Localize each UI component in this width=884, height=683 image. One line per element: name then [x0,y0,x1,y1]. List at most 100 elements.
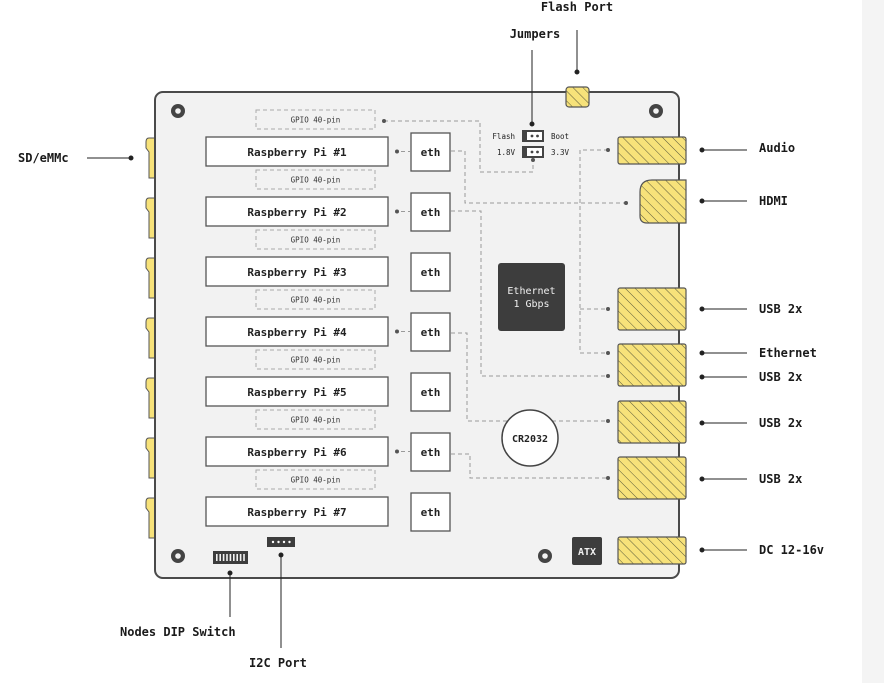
sd-card-slot[interactable] [145,377,157,419]
callout-i2c: I2C Port [249,656,307,670]
gpio-label: GPIO 40-pin [291,356,341,365]
dip-switch[interactable] [213,551,248,564]
callout-dip-switch: Nodes DIP Switch [120,625,236,639]
eth-port [410,432,451,472]
sd-card-slot[interactable] [145,197,157,239]
gpio-header [255,409,376,430]
jumper-boot-label: Boot [551,132,569,141]
gpio-label: GPIO 40-pin [291,296,341,305]
eth-port [410,372,451,412]
link-dot [395,329,399,334]
usb-connector-4[interactable] [617,456,687,500]
sd-card-slot[interactable] [145,437,157,479]
pi-slot[interactable] [205,376,389,407]
jumper-voltage[interactable] [522,146,544,158]
gpio-label: GPIO 40-pin [291,116,341,125]
callout-lines [87,30,747,648]
mounting-hole [171,549,185,563]
link-dot [395,149,399,154]
audio-connector[interactable] [617,136,687,165]
dc-power-connector[interactable] [617,536,687,565]
sd-card-slot[interactable] [145,137,157,179]
callout-usb-2: USB 2x [759,370,802,384]
mounting-hole [171,104,185,118]
gpio-header [255,349,376,370]
eth-port [410,252,451,292]
cr2032-battery: CR2032 [501,409,559,467]
pi-slot[interactable] [205,136,389,167]
gpio-header [255,229,376,250]
callout-usb-1: USB 2x [759,302,802,316]
eth-label: eth [421,326,441,339]
pi-label: Raspberry Pi #3 [247,266,346,279]
pi-label: Raspberry Pi #2 [247,206,346,219]
eth-label: eth [421,506,441,519]
pi-slot[interactable] [205,436,389,467]
gpio-header [255,109,376,130]
pi-slot[interactable] [205,196,389,227]
pi-slot[interactable] [205,316,389,347]
jumper-3v3-label: 3.3V [551,148,570,157]
sd-connectors [145,137,157,539]
callout-sd-emmc: SD/eMMc [18,151,69,165]
gpio-label: GPIO 40-pin [291,176,341,185]
pi-label: Raspberry Pi #1 [247,146,347,159]
i2c-port[interactable] [267,537,295,547]
callout-usb-3: USB 2x [759,416,802,430]
eth-port [410,132,451,172]
callout-usb-4: USB 2x [759,472,802,486]
gpio-header [255,469,376,490]
gpio-label: GPIO 40-pin [291,236,341,245]
callout-ethernet: Ethernet [759,346,817,360]
pi-slot[interactable] [205,496,389,527]
callout-jumpers: Jumpers [510,27,561,41]
usb-connector-3[interactable] [617,400,687,444]
eth-label: eth [421,146,441,159]
pi-label: Raspberry Pi #4 [247,326,347,339]
flash-port-connector[interactable] [565,86,590,108]
pi-label: Raspberry Pi #5 [247,386,346,399]
jumper-flash-label: Flash [492,132,515,141]
hdmi-connector[interactable] [639,179,687,224]
link-dot [395,449,399,454]
gpio-label: GPIO 40-pin [291,416,341,425]
trace-dots [382,119,628,480]
callout-flash-port: Flash Port [541,0,613,14]
eth-label: eth [421,386,441,399]
eth-label: eth [421,206,441,219]
jumpers[interactable]: Flash Boot 1.8V 3.3V [492,130,570,158]
gpio-label: GPIO 40-pin [291,476,341,485]
jumper-1v8-label: 1.8V [497,148,516,157]
sd-card-slot[interactable] [145,317,157,359]
callout-dc: DC 12-16v [759,543,824,557]
sd-card-slot[interactable] [145,497,157,539]
pi-label: Raspberry Pi #6 [247,446,347,459]
svg-text:CR2032: CR2032 [512,434,548,445]
gpio-header [255,289,376,310]
eth-label: eth [421,266,441,279]
eth-port [410,192,451,232]
eth-label: eth [421,446,441,459]
side-band [862,0,884,683]
ethernet-usb-connector[interactable] [617,343,687,387]
pi-slot[interactable] [205,256,389,287]
usb-connector-1[interactable] [617,287,687,331]
pi-label: Raspberry Pi #7 [247,506,346,519]
atx-connector[interactable]: ATX [572,537,602,565]
callout-hdmi: HDMI [759,194,788,208]
jumper-flash-boot[interactable] [522,130,544,142]
traces [384,120,626,479]
sd-card-slot[interactable] [145,257,157,299]
callout-audio: Audio [759,141,795,155]
svg-text:Ethernet: Ethernet [507,286,555,297]
eth-port [410,492,451,532]
eth-port [410,312,451,352]
